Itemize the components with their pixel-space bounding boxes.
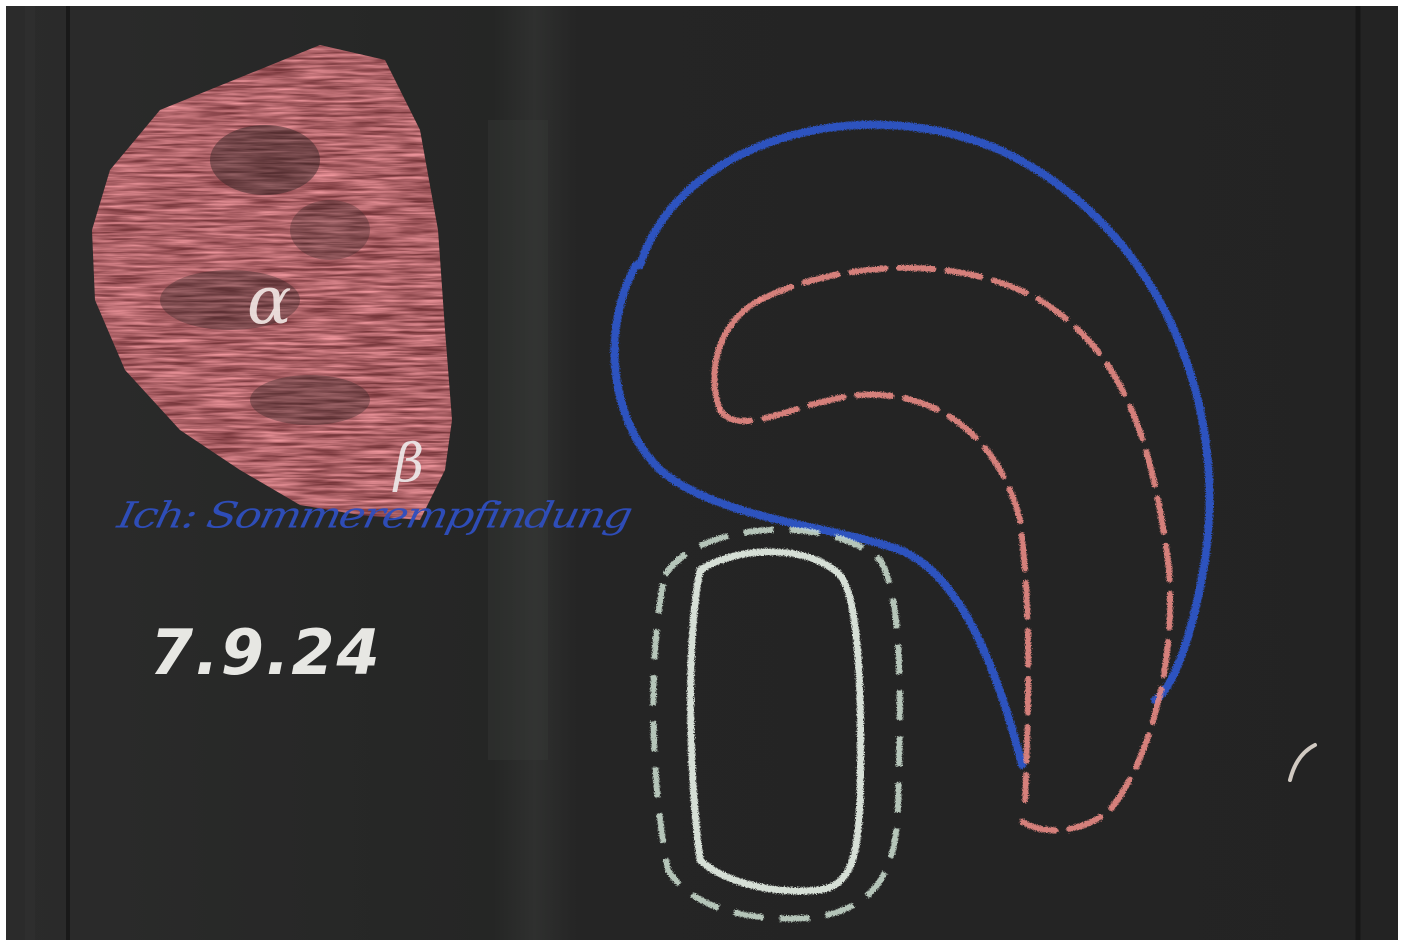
alpha-label: α [247, 268, 292, 334]
date-label: 7.9.24 [150, 622, 382, 684]
beta-label: β [394, 438, 424, 490]
blue-handwritten-caption: Ich: Sommerempfindung [114, 498, 662, 534]
